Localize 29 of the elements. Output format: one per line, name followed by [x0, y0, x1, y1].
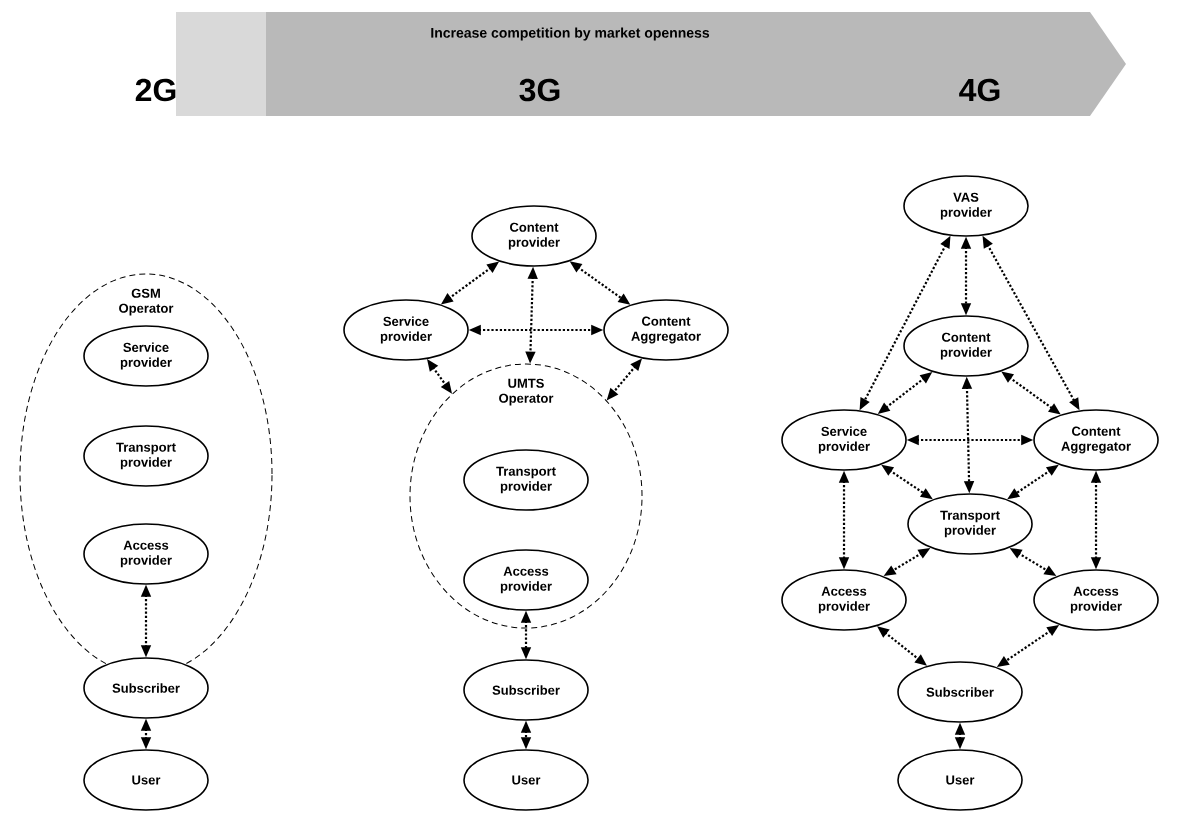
arrow [960, 236, 972, 316]
arrow [1090, 470, 1102, 570]
arrow [996, 624, 1060, 668]
arrow [1001, 371, 1061, 415]
arrow [954, 722, 966, 750]
arrow [525, 266, 538, 364]
arrow [427, 359, 453, 394]
arrow [961, 376, 975, 494]
arrow [569, 261, 631, 305]
generation-label: 2G [135, 78, 176, 102]
arrow [1007, 464, 1059, 500]
generation-label: 4G [959, 78, 1000, 102]
arrow [140, 584, 152, 658]
arrow [606, 358, 642, 401]
arrow [906, 434, 1034, 446]
arrow [881, 464, 933, 500]
arrow [440, 261, 500, 305]
arrow [877, 626, 927, 666]
arrow [140, 718, 152, 750]
arrow [982, 235, 1080, 411]
arrow [1009, 547, 1057, 577]
arrow [468, 324, 604, 336]
arrow [838, 470, 850, 570]
arrow [859, 235, 951, 411]
arrow [520, 720, 532, 750]
arrow [877, 372, 933, 414]
arrow [520, 610, 532, 660]
generation-label: 3G [519, 78, 560, 102]
arrow [883, 547, 931, 577]
